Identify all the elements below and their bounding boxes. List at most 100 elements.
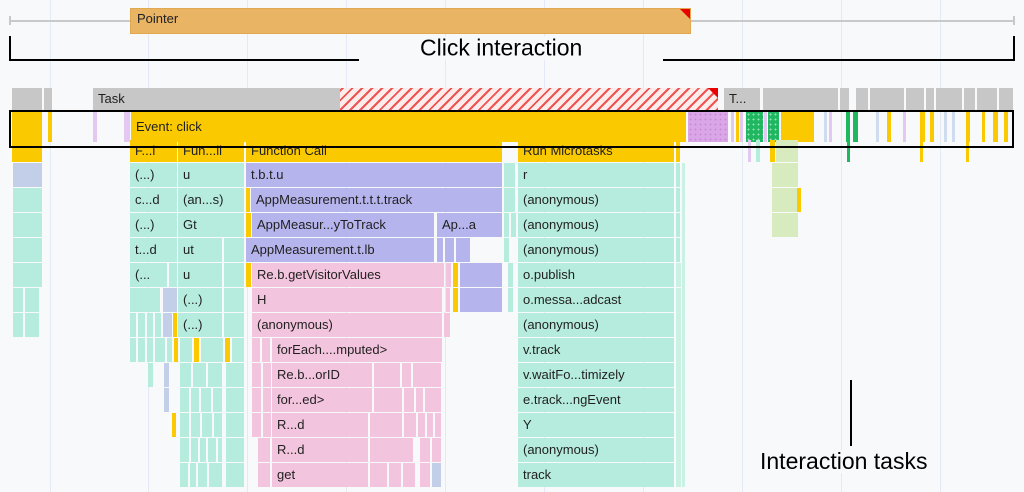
- event-block[interactable]: [944, 112, 947, 142]
- flame-block[interactable]: [504, 238, 509, 262]
- event-block[interactable]: [982, 112, 985, 142]
- event-block[interactable]: [966, 112, 970, 142]
- flame-block[interactable]: [191, 438, 198, 462]
- flame-block[interactable]: [163, 288, 177, 312]
- flame-block[interactable]: [504, 213, 509, 237]
- event-block[interactable]: [48, 112, 52, 142]
- flame-block[interactable]: [193, 363, 206, 387]
- flame-block[interactable]: e.track...ngEvent: [518, 388, 674, 412]
- pointer-timing-bar[interactable]: Pointer: [130, 8, 691, 34]
- flame-block[interactable]: [682, 163, 685, 487]
- flame-block[interactable]: (anonymous): [518, 313, 674, 337]
- task-block[interactable]: [999, 88, 1013, 110]
- event-block[interactable]: [768, 112, 779, 142]
- flame-block[interactable]: [202, 413, 212, 437]
- flame-block[interactable]: [25, 313, 39, 337]
- flame-block[interactable]: [167, 338, 172, 362]
- flame-block[interactable]: [226, 463, 244, 487]
- flame-block[interactable]: [756, 140, 760, 162]
- flame-block[interactable]: [676, 163, 680, 187]
- flame-block[interactable]: [404, 388, 414, 412]
- flame-block[interactable]: [676, 140, 680, 162]
- event-block[interactable]: [12, 112, 42, 142]
- flame-block[interactable]: [504, 163, 515, 187]
- flame-block[interactable]: [25, 288, 39, 312]
- flame-block[interactable]: AppMeasurement.t.lb: [246, 238, 434, 262]
- flame-block[interactable]: [232, 338, 244, 362]
- flame-block[interactable]: [208, 438, 216, 462]
- task-block[interactable]: [906, 88, 924, 110]
- flame-block[interactable]: R...d: [272, 438, 368, 462]
- flame-block[interactable]: [437, 238, 443, 262]
- flame-block[interactable]: [262, 338, 270, 362]
- task-block-main[interactable]: Task: [93, 88, 340, 110]
- flame-block[interactable]: [508, 263, 513, 287]
- task-block[interactable]: [856, 88, 868, 110]
- event-block[interactable]: [746, 112, 763, 142]
- flame-block[interactable]: track: [518, 463, 674, 487]
- flame-block[interactable]: [191, 388, 199, 412]
- flame-block[interactable]: [174, 338, 178, 362]
- flame-block[interactable]: [676, 263, 681, 287]
- event-block[interactable]: [764, 112, 767, 142]
- flame-block[interactable]: for...ed>: [272, 388, 372, 412]
- flame-block[interactable]: [169, 263, 177, 287]
- flame-block[interactable]: [797, 188, 801, 212]
- flame-block[interactable]: [246, 263, 251, 287]
- task-block[interactable]: [44, 88, 52, 110]
- flame-block[interactable]: [13, 163, 42, 187]
- event-block[interactable]: [1004, 112, 1008, 142]
- flame-block[interactable]: [13, 188, 42, 212]
- task-block[interactable]: [926, 88, 934, 110]
- task-block-small[interactable]: T...: [724, 88, 760, 110]
- flame-block[interactable]: [172, 413, 176, 437]
- flame-block[interactable]: [226, 438, 244, 462]
- event-block[interactable]: [853, 112, 858, 142]
- flame-block[interactable]: R...d: [272, 413, 368, 437]
- flame-block[interactable]: [148, 363, 153, 387]
- flame-block[interactable]: [164, 363, 169, 387]
- flame-block[interactable]: [413, 363, 441, 387]
- flame-block[interactable]: [772, 188, 798, 212]
- flame-block[interactable]: ut: [178, 238, 222, 262]
- flame-block[interactable]: t.b.t.u: [246, 163, 502, 187]
- flame-block[interactable]: [252, 338, 260, 362]
- event-click-block[interactable]: Event: click: [131, 112, 686, 142]
- flame-block[interactable]: [676, 238, 680, 262]
- flame-block[interactable]: [13, 263, 42, 287]
- flame-block[interactable]: [224, 238, 244, 262]
- flame-block[interactable]: o.messa...adcast: [518, 288, 674, 312]
- event-block[interactable]: [124, 112, 130, 142]
- flame-block[interactable]: o.publish: [518, 263, 674, 287]
- flame-block[interactable]: [258, 463, 270, 487]
- event-block[interactable]: [876, 112, 879, 142]
- event-block[interactable]: [887, 112, 891, 142]
- flame-block[interactable]: [164, 388, 169, 412]
- flame-block[interactable]: Ap...a: [437, 213, 502, 237]
- flame-block[interactable]: [190, 463, 196, 487]
- flame-block[interactable]: Y: [518, 413, 674, 437]
- flame-block[interactable]: [224, 288, 244, 312]
- flame-block[interactable]: [208, 363, 222, 387]
- flame-block[interactable]: [776, 140, 798, 162]
- flame-block[interactable]: (anonymous): [518, 238, 674, 262]
- flame-block[interactable]: [246, 213, 251, 237]
- flame-block[interactable]: [180, 363, 191, 387]
- flame-block[interactable]: [453, 288, 458, 312]
- event-block[interactable]: [993, 112, 998, 142]
- flame-block[interactable]: [130, 338, 136, 362]
- flame-block[interactable]: AppMeasur...yToTrack: [252, 213, 434, 237]
- task-block[interactable]: [977, 88, 997, 110]
- flame-block[interactable]: [180, 413, 189, 437]
- flame-block[interactable]: [180, 388, 189, 412]
- flame-block[interactable]: [180, 438, 189, 462]
- flame-block[interactable]: [214, 413, 222, 437]
- flame-block[interactable]: [226, 363, 244, 387]
- flame-block[interactable]: [13, 238, 42, 262]
- flame-block[interactable]: [966, 140, 969, 162]
- flame-block[interactable]: [418, 413, 425, 437]
- flame-block[interactable]: [130, 313, 136, 337]
- flame-block[interactable]: [432, 438, 441, 462]
- flame-block[interactable]: [213, 388, 222, 412]
- flame-block[interactable]: [173, 313, 177, 337]
